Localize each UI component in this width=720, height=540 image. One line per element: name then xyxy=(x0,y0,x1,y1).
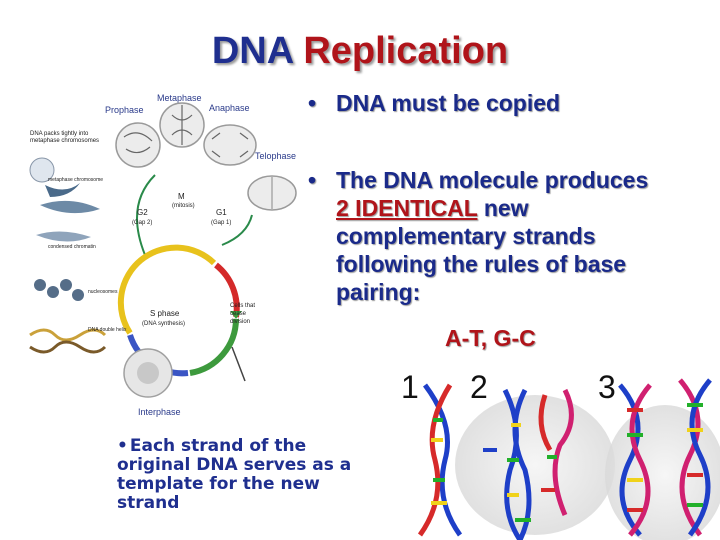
bullet-identical-strands: • The DNA molecule produces 2 IDENTICAL … xyxy=(308,166,720,306)
base-pairing-rule: A-T, G-C xyxy=(445,325,536,351)
svg-text:nucleosomes: nucleosomes xyxy=(88,289,118,295)
strand-number-1: 1 xyxy=(401,369,419,405)
bullet-dna-copied: • DNA must be copied xyxy=(308,89,561,117)
cycle-label-g1: G1 xyxy=(216,208,227,217)
mitosis-cells xyxy=(115,102,297,211)
bullet-dot: • xyxy=(308,90,317,116)
cycle-label-gap1: (Gap 1) xyxy=(211,220,231,226)
bullet-2-line-3: complementary strands xyxy=(336,223,596,249)
svg-text:condensed chromatin: condensed chromatin xyxy=(48,244,96,250)
slide-title: DNA Replication xyxy=(0,30,720,73)
svg-text:DNA double helix: DNA double helix xyxy=(88,327,127,333)
replicating-strands-diagram: 1 2 3 xyxy=(401,369,720,540)
strand-number-3: 3 xyxy=(598,369,616,405)
chromosome-title: DNA packs tightly into xyxy=(30,131,89,137)
bullet-2-new: new xyxy=(477,195,529,221)
underlined-identical: 2 IDENTICAL xyxy=(336,195,478,221)
phase-metaphase: Metaphase xyxy=(157,93,202,103)
cell-cycle-diagram: Prophase Metaphase Anaphase Telophase In… xyxy=(29,93,297,417)
cycle-label-g2: G2 xyxy=(137,208,148,217)
strand-1 xyxy=(417,383,463,537)
cycle-label-s: S phase xyxy=(150,309,180,318)
phase-prophase: Prophase xyxy=(105,105,144,115)
cycle-label-mitosis: (mitosis) xyxy=(172,203,195,209)
phase-telophase: Telophase xyxy=(255,151,296,161)
strand-2 xyxy=(483,388,574,540)
bullet-2-line-2: 2 IDENTICAL new xyxy=(336,194,720,222)
chromosome-stack xyxy=(29,157,107,354)
svg-text:metaphase chromosome: metaphase chromosome xyxy=(48,177,103,183)
cycle-label-cease: Cells that xyxy=(230,303,255,309)
svg-text:metaphase chromosomes: metaphase chromosomes xyxy=(30,138,99,144)
title-replication: Replication xyxy=(303,30,509,72)
svg-text:cease: cease xyxy=(230,311,247,317)
cycle-label-synthesis: (DNA synthesis) xyxy=(142,321,185,327)
bullet-2-line-1: The DNA molecule produces xyxy=(336,167,649,193)
cycle-label-m: M xyxy=(178,192,185,201)
bullet-2-line-5: pairing: xyxy=(336,279,421,305)
note-bullet: • xyxy=(117,436,128,456)
bullet-1-text: DNA must be copied xyxy=(336,90,561,116)
phase-anaphase: Anaphase xyxy=(209,103,250,113)
strand-3 xyxy=(618,378,712,537)
phase-interphase: Interphase xyxy=(138,407,181,417)
bullet-2-line-4: following the rules of base xyxy=(336,251,627,277)
title-dna: DNA xyxy=(211,30,293,72)
strand-number-2: 2 xyxy=(470,369,488,405)
bullet-dot: • xyxy=(308,167,317,193)
svg-text:division: division xyxy=(230,319,250,325)
cycle-label-gap2: (Gap 2) xyxy=(132,220,152,226)
template-note: •Each strand of the original DNA serves … xyxy=(117,437,377,513)
note-text: Each strand of the original DNA serves a… xyxy=(117,436,352,513)
